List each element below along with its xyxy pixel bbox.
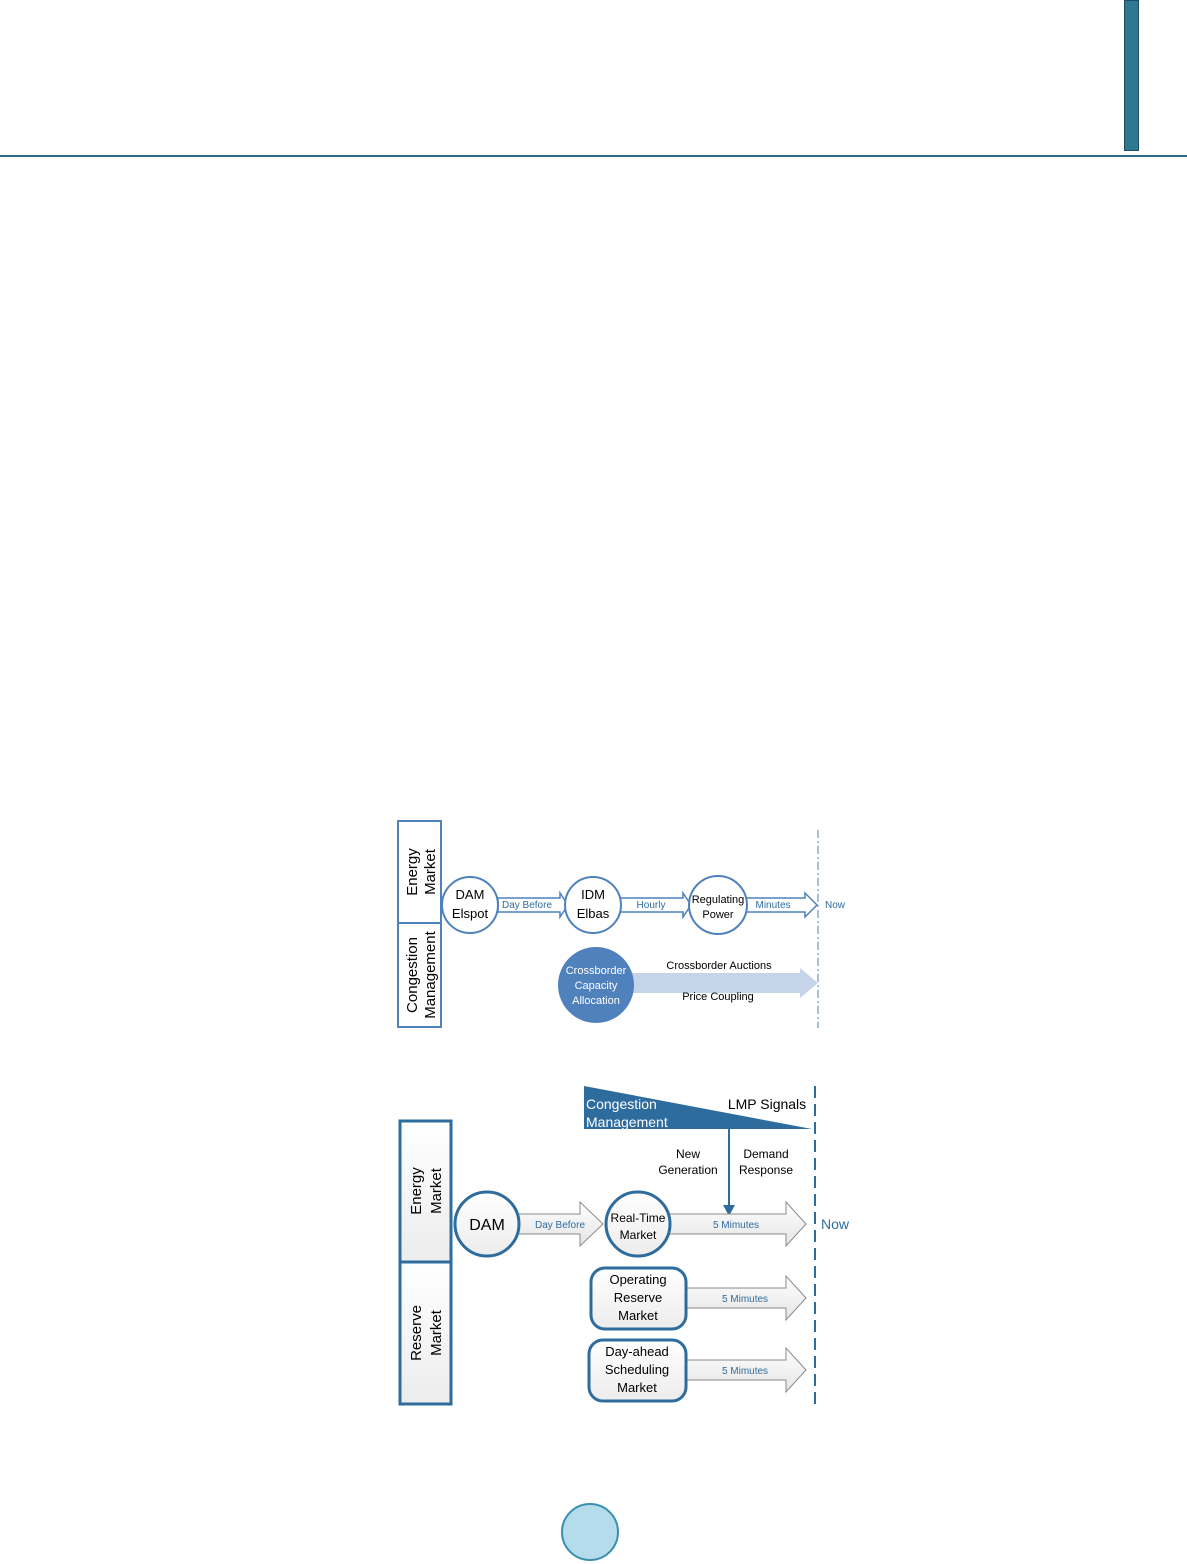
orm-label-2: Reserve — [614, 1290, 662, 1305]
dam-elspot-label-1: DAM — [456, 887, 485, 902]
orm-label-3: Market — [618, 1308, 658, 1323]
congestion-wedge-label-1: Congestion — [586, 1096, 657, 1112]
arrow-dasm-5min-label: 5 Mimutes — [722, 1366, 768, 1377]
dasm-label-1: Day-ahead — [605, 1344, 669, 1359]
reserve-market-row-box — [398, 1260, 453, 1406]
figure-nordic-market: Energy Market Congestion Management Day … — [397, 820, 846, 1028]
congestion-wedge-label-2: Management — [586, 1114, 668, 1130]
header-tab — [1124, 0, 1139, 151]
congestion-management-wedge — [584, 1086, 812, 1129]
crossborder-label-3: Allocation — [572, 995, 620, 1007]
regulating-power-label-1: Regulating — [692, 894, 745, 906]
arrow-dasm-5min — [683, 1346, 807, 1394]
crossborder-auctions-label: Crossborder Auctions — [666, 960, 772, 972]
operating-reserve-market-node — [589, 1266, 688, 1331]
arrow-day-before-label: Day Before — [502, 900, 552, 911]
signal-down-arrow-head — [723, 1205, 735, 1216]
dam-node-2 — [453, 1190, 521, 1258]
new-generation-label-1: New — [676, 1147, 700, 1161]
energy-market-label-1: Energy — [404, 848, 421, 896]
arrow-rtm-5min-label: 5 Mimutes — [713, 1220, 759, 1231]
arrow-day-before — [497, 890, 569, 920]
dam-node-2-label: DAM — [469, 1217, 505, 1234]
arrow-orm-5min — [683, 1274, 807, 1322]
arrow-day-before-2-label: Day Before — [535, 1220, 585, 1231]
arrow-hourly — [619, 890, 692, 920]
regulating-power-label-2: Power — [702, 909, 734, 921]
energy-market2-label-1: Energy — [408, 1167, 425, 1215]
crossborder-label-1: Crossborder — [566, 965, 627, 977]
idm-elbas-label-2: Elbas — [577, 906, 610, 921]
now-label-fig2: Now — [821, 1216, 850, 1232]
energy-market-row-box-2 — [398, 1119, 453, 1264]
arrow-minutes-label: Minutes — [755, 900, 790, 911]
lmp-signals-label: LMP Signals — [728, 1096, 806, 1112]
rtm-label-2: Market — [620, 1228, 657, 1242]
arrow-hourly-label: Hourly — [637, 900, 666, 911]
real-time-market-node — [604, 1190, 672, 1258]
idm-elbas-node — [564, 876, 622, 934]
energy-market-row-box — [397, 820, 442, 924]
page-number-badge — [561, 1503, 619, 1561]
header-rule — [0, 155, 1187, 157]
idm-elbas-label-1: IDM — [581, 887, 605, 902]
arrow-crossborder — [628, 968, 818, 998]
demand-response-label-2: Response — [739, 1163, 793, 1177]
reserve-market-label-2: Market — [428, 1309, 445, 1356]
congestion-label-1: Congestion — [404, 937, 421, 1013]
day-ahead-scheduling-market-node — [587, 1338, 688, 1403]
crossborder-label-2: Capacity — [575, 980, 618, 992]
orm-label-1: Operating — [609, 1272, 666, 1287]
arrow-rtm-5min — [667, 1200, 807, 1248]
dam-elspot-node — [441, 876, 499, 934]
energy-market-label-2: Market — [422, 848, 439, 895]
dasm-label-3: Market — [617, 1380, 657, 1395]
price-coupling-label: Price Coupling — [682, 991, 754, 1003]
crossborder-capacity-node — [558, 947, 634, 1023]
rtm-label-1: Real-Time — [611, 1211, 666, 1225]
arrow-minutes — [744, 891, 819, 919]
now-label-fig1: Now — [825, 900, 846, 911]
regulating-power-node — [688, 875, 748, 935]
arrow-orm-5min-label: 5 Mimutes — [722, 1294, 768, 1305]
figure-us-market: Energy Market Reserve Market Now Congest… — [398, 1086, 850, 1406]
demand-response-label-1: Demand — [743, 1147, 788, 1161]
energy-market2-label-2: Market — [428, 1167, 445, 1214]
congestion-management-row-box — [397, 922, 442, 1028]
dam-elspot-label-2: Elspot — [452, 906, 489, 921]
reserve-market-label-1: Reserve — [408, 1305, 425, 1361]
new-generation-label-2: Generation — [658, 1163, 717, 1177]
dasm-label-2: Scheduling — [605, 1362, 669, 1377]
congestion-label-2: Management — [422, 930, 439, 1018]
arrow-day-before-2 — [517, 1200, 604, 1248]
